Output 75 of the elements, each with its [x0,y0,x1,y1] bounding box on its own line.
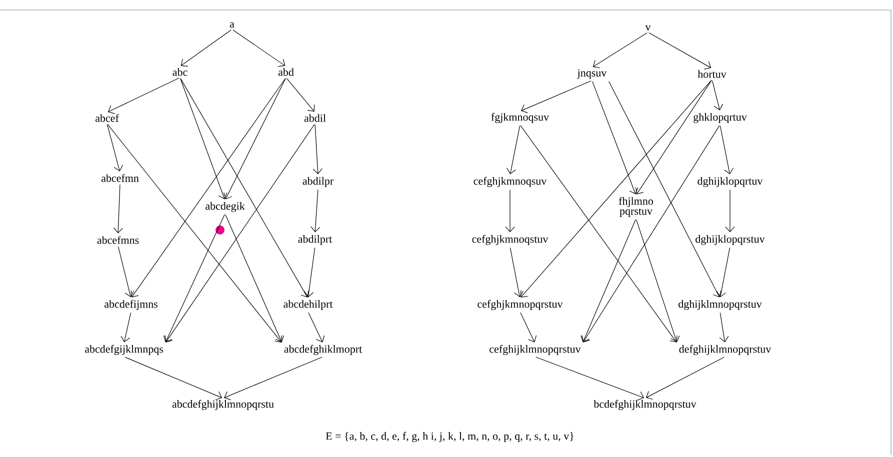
set-label: abcef [96,114,119,122]
arrow [108,78,180,114]
set-label: abcdefgijklmnpqs [85,344,164,356]
set-label: dghijklopqrtuv [698,177,763,187]
set-label: fgjkmnoqsuv [491,112,550,124]
arrow [520,125,678,342]
arrow [592,81,638,194]
set-label: dghijklmnopqrstuv [678,300,762,310]
arrow [118,246,134,298]
arrow [163,214,225,342]
arrow [308,312,325,342]
arrow [536,356,644,400]
arrow [180,78,228,200]
set-label: hortuv [698,70,726,78]
arrow [510,247,524,298]
set-label: dghijklopqrstuv [696,235,765,245]
set-label: abdil [304,114,326,122]
arrow [716,247,730,298]
arrow [725,189,735,232]
arrow [232,30,286,67]
set-label: abc [172,68,188,76]
arrow [720,125,734,174]
arrow [224,78,286,200]
arrow [520,80,712,298]
set-label: bcdefghijklmnopqrstuv [594,400,696,410]
arrow [130,78,286,298]
arrow [304,247,316,298]
arrow [224,356,322,400]
set-label: fhjlmno pqrstuv [618,196,653,218]
arrow [520,80,592,114]
set-label: jnqsuv [577,69,607,79]
arrow [120,312,132,342]
set-label: v [645,25,651,31]
set-label: abd [278,68,294,76]
arrow [592,32,648,68]
set-label: abcdefghiklmoprt [284,344,362,356]
arrow [106,124,123,172]
arrow [712,80,724,110]
arrow [225,214,284,342]
set-label: abcdefghijklmnopqrstu [172,400,274,410]
arrow [164,124,315,342]
arrow [107,124,282,342]
set-label: cefghjkmnopqrstuv [478,300,563,310]
set-label: cefghjkmnoqsuv [474,176,547,188]
arrow [520,312,537,342]
set-definition: E = {a, b, c, d, e, f, g, h i, j, k, l, m, n, o, p, q, r, s, t, u, v} [326,432,574,442]
arrow [646,356,724,400]
arrow [124,356,222,400]
arrow [310,189,320,232]
set-label: cefghjkmnoqstuv [472,234,548,246]
arrow [180,78,309,298]
set-label: abdilpr [302,177,334,187]
set-label: abcdehilprt [284,300,333,310]
set-label: abcefmns [97,236,139,244]
arrow [608,81,722,298]
set-label: defghijklmnopqrstuv [679,344,772,356]
arrow [286,78,315,112]
arrow [180,30,232,67]
arrow [505,189,515,232]
arrow [635,80,712,194]
arrow [113,184,124,234]
arrow [582,125,720,342]
arrow [506,125,520,174]
set-label: ghklopqrtuv [694,113,747,123]
set-label: abcdegik [206,202,245,212]
set-label: cefghijklmnopqrstuv [490,344,581,356]
arrow [636,219,680,342]
set-label: abcefmn [101,174,139,182]
set-label: a [230,22,234,28]
arrow [648,32,712,70]
arrow [719,312,729,342]
set-label: abdilprt [298,235,332,245]
arrow [312,124,322,174]
set-label: abcdefijmns [104,300,158,310]
arrow [580,219,636,342]
